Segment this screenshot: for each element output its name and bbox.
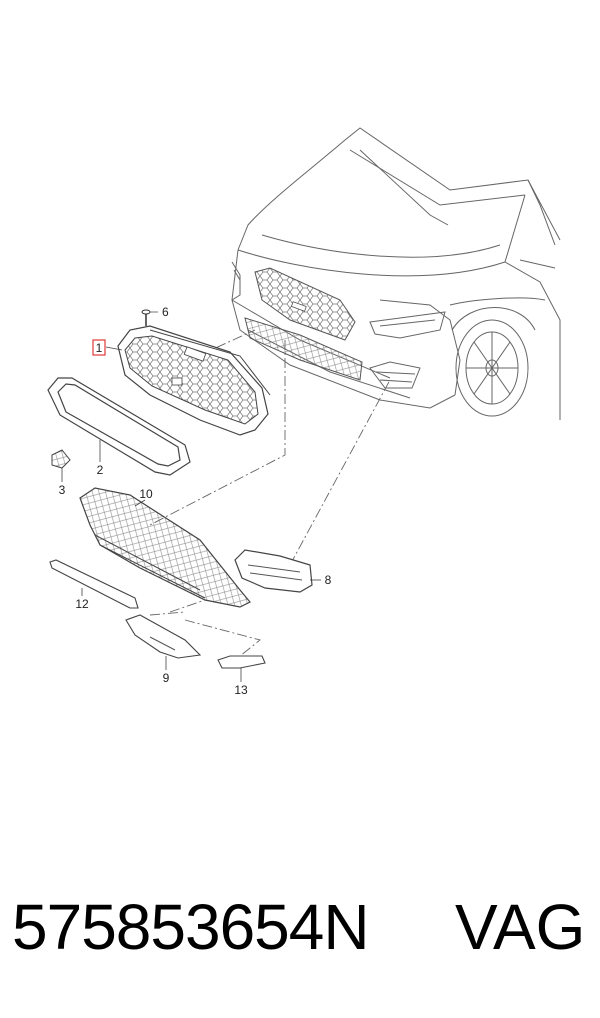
part-6-screw [141, 309, 158, 326]
callout-2[interactable]: 2 [97, 463, 104, 477]
part-1-upper-grille [117, 325, 271, 436]
car-grille [244, 267, 363, 381]
callout-12[interactable]: 12 [75, 597, 89, 611]
callout-9[interactable]: 9 [163, 671, 170, 685]
car-front-outline [231, 127, 561, 420]
callout-1[interactable]: 1 [96, 341, 103, 355]
car-wheel [451, 307, 536, 417]
callout-3[interactable]: 3 [59, 483, 66, 497]
part-12-trim-strip [49, 559, 139, 609]
part-8-air-intake-trim [234, 549, 313, 593]
part-13-lower-cover [217, 655, 266, 669]
callout-1-highlight [92, 339, 106, 356]
parts-diagram: 1 6 2 3 10 8 12 9 13 [47, 127, 561, 697]
callout-10[interactable]: 10 [139, 487, 153, 501]
part-2-trim-frame [47, 377, 191, 476]
callout-8[interactable]: 8 [325, 573, 332, 587]
brand-label: VAG [455, 891, 586, 963]
callout-6[interactable]: 6 [162, 305, 169, 319]
callout-leader-lines [61, 346, 321, 682]
part-number: 575853654N [12, 891, 370, 963]
part-3-badge [51, 449, 71, 469]
part-9-lower-cover [125, 614, 202, 659]
callout-13[interactable]: 13 [234, 683, 248, 697]
part-10-lower-grille [79, 487, 251, 608]
assembly-leader-lines [149, 329, 391, 657]
